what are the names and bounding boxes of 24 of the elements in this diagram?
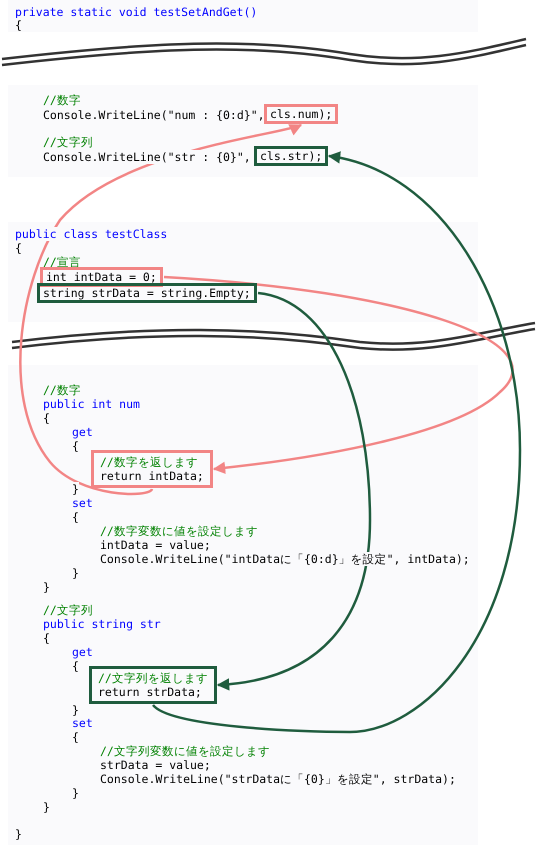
highlight-box [264,104,338,124]
code-line: return intData; [100,469,204,483]
arrow [216,292,372,690]
arrow [164,276,513,474]
code-comment: //文字列 [43,135,93,149]
code-line: cls.str); [260,149,322,163]
highlight-box [254,146,328,166]
code-comment: //数字変数に値を設定します [100,524,258,538]
arrow [19,122,302,496]
code-line: cls.num); [270,107,332,121]
code-comment: //文字列を返します [98,671,208,685]
highlight-box [40,267,163,287]
code-line: return strData; [98,685,203,699]
code-line: string strData = string.Empty; [43,286,251,300]
code-comment: //数字 [43,383,81,397]
code-comment: //文字列 [43,603,93,617]
highlight-box [37,283,257,303]
code-comment: //数字を返します [100,455,199,469]
arrow [152,152,522,734]
highlight-box [91,450,213,488]
code-line: int intData = 0; [46,270,157,284]
code-comment: //文字列変数に値を設定します [100,744,270,758]
code-comment: //数字 [43,93,81,107]
highlight-box [89,666,217,704]
